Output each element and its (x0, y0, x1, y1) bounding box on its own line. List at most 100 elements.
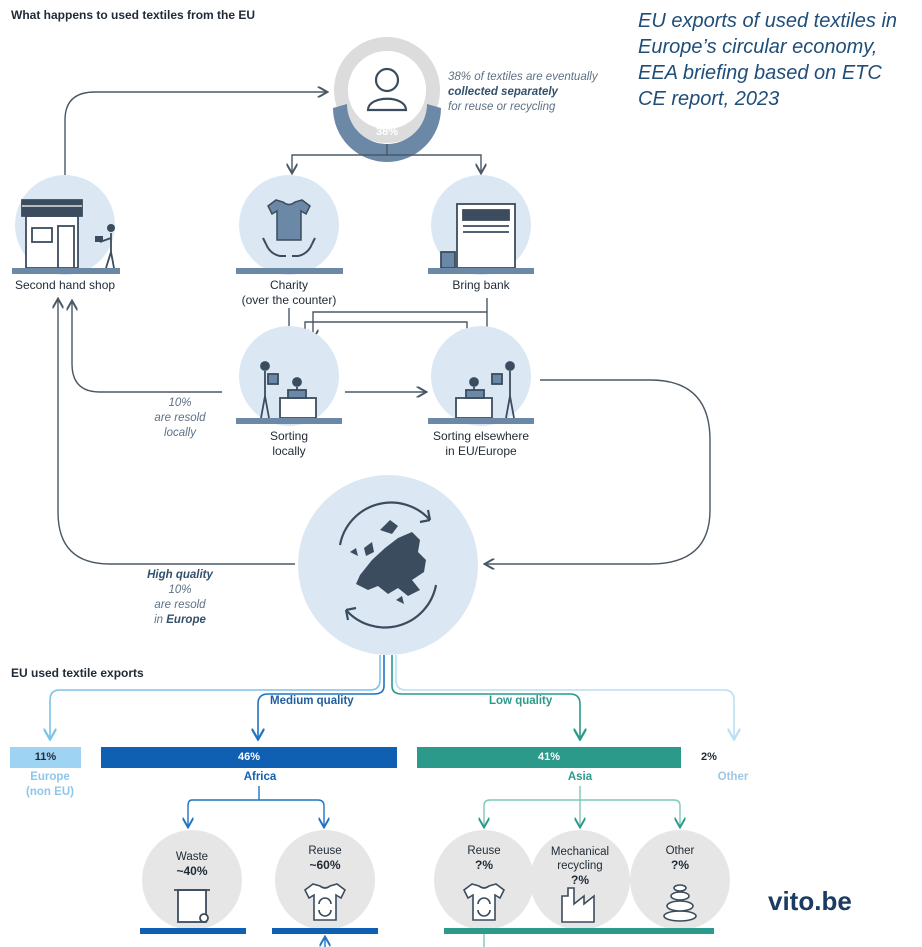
label-second-hand-shop: Second hand shop (14, 278, 116, 292)
arrow-to-bringbank (387, 154, 481, 172)
low-quality-label: Low quality (487, 695, 555, 707)
africa-reuse-title: Reuse (308, 845, 342, 857)
resold-europe-prefix: in (154, 614, 167, 626)
region-europe: Europe (non EU) (20, 770, 80, 800)
label-charity-line1: Charity (269, 278, 308, 292)
tshirt-cycle-icon (462, 883, 506, 921)
label-sorting-else: Sorting elsewhere in EU/Europe (411, 429, 551, 459)
europe-map-icon (350, 520, 426, 604)
factory-icon (561, 887, 595, 923)
bar-europe-non-eu: 11% (10, 747, 81, 768)
tshirt-hands-icon (262, 199, 316, 257)
briefing-line-1: EU exports of used textiles in (638, 10, 898, 32)
medium-quality-label: Medium quality (268, 695, 356, 707)
arrow-africa-waste (188, 786, 260, 826)
label-sorting-else-line1: Sorting elsewhere (432, 429, 530, 443)
africa-waste-pct: ~40% (176, 864, 208, 878)
arrow-else-to-europe (486, 379, 711, 564)
resold-europe-note: High quality 10% are resold in Europe (130, 568, 230, 628)
asia-other-node (630, 830, 730, 930)
collection-percent: 38% (375, 126, 399, 138)
resold-europe-bold: Europe (166, 614, 206, 626)
label-charity-line2: (over the counter) (241, 293, 337, 307)
asia-mechanical-node (530, 830, 630, 930)
high-quality-label: High quality (147, 569, 213, 581)
label-sorting-local-line2: locally (272, 444, 306, 458)
bar-value-label: 2% (701, 751, 717, 763)
bin-icon (174, 889, 210, 923)
resold-local-note: 10% are resold locally (140, 396, 220, 441)
africa-reuse-node (272, 830, 378, 947)
resold-local-line2: are resold (154, 412, 206, 424)
flow-to-europe-nonEU (50, 655, 381, 738)
africa-waste-title: Waste (175, 851, 209, 863)
arrow-africa-reuse (259, 799, 324, 826)
asia-other-label: Other ?% (640, 844, 720, 872)
bring-bank-icon (440, 203, 516, 269)
cycle-arrows-icon (338, 501, 438, 629)
briefing-line-2: Europe’s circular economy, (638, 36, 878, 58)
resold-europe-line1: 10% (168, 584, 192, 596)
region-other: Other (717, 771, 749, 783)
arrow-asia-reuse (484, 786, 581, 826)
export-flow-lines (50, 655, 734, 738)
africa-waste-label: Waste ~40% (152, 850, 232, 878)
bar-value-label: 46% (237, 751, 261, 763)
diagram-title: What happens to used textiles from the E… (11, 8, 256, 22)
sorting-local-node (236, 326, 342, 426)
europe-node (298, 475, 478, 655)
bar-value-label: 11% (34, 751, 57, 763)
asia-reuse-node (434, 830, 534, 947)
arrow-to-charity (292, 144, 388, 172)
resold-europe-line2: are resold (154, 599, 206, 611)
bar-africa: 46% (101, 747, 397, 768)
stones-icon (663, 884, 697, 922)
asia-other-title: Other (665, 845, 695, 857)
arrow-europe-resold (58, 300, 295, 565)
asia-mechanical-title2: recycling (557, 860, 603, 872)
bar-asia: 41% (417, 747, 681, 768)
second-hand-shop-node (12, 175, 120, 275)
region-africa: Africa (243, 771, 277, 783)
bring-bank-node (428, 175, 534, 275)
flow-to-africa (258, 655, 385, 738)
asia-mechanical-title: Mechanical (550, 846, 610, 858)
label-sorting-local: Sorting locally (229, 429, 349, 459)
bar-value-label: 41% (537, 751, 561, 763)
asia-reuse-label: Reuse ?% (444, 844, 524, 872)
region-europe-line1: Europe (30, 771, 70, 783)
briefing-citation: EU exports of used textiles in Europe’s … (638, 8, 897, 112)
label-charity: Charity (over the counter) (229, 278, 349, 308)
vito-brand-logo: vito.be (768, 886, 852, 916)
asia-sub-underline (444, 928, 714, 934)
africa-waste-node (140, 830, 246, 934)
asia-mechanical-label: Mechanical recycling ?% (535, 845, 625, 887)
africa-reuse-label: Reuse ~60% (285, 844, 365, 872)
flow-to-asia (391, 655, 580, 738)
arrow-asia-other (580, 799, 680, 826)
collection-note-bold: collected separately (448, 86, 558, 98)
sorting-else-node (428, 326, 534, 426)
donut-collected-segment (333, 104, 441, 162)
shop-icon (21, 199, 115, 269)
arrow-bringbank-to-sort-local (313, 311, 487, 338)
collection-note-line3: for reuse or recycling (448, 101, 556, 113)
collection-donut (333, 37, 441, 162)
person-icon (366, 67, 408, 112)
briefing-line-3: EEA briefing based on ETC (638, 62, 882, 84)
arrow-charity-to-sort-else (304, 321, 467, 338)
sorting-people-icon (260, 361, 317, 419)
region-europe-line2: (non EU) (26, 786, 74, 798)
africa-reuse-pct: ~60% (309, 858, 341, 872)
bar-other: 2% (701, 747, 717, 768)
collection-note-line1: 38% of textiles are eventually (448, 71, 598, 83)
resold-local-line3: locally (164, 427, 196, 439)
collection-note: 38% of textiles are eventually collected… (448, 70, 598, 115)
arrow-local-resold (72, 302, 222, 393)
label-bring-bank: Bring bank (452, 278, 510, 292)
label-sorting-local-line1: Sorting (269, 429, 309, 443)
exports-title: EU used textile exports (11, 666, 144, 680)
charity-node (236, 175, 343, 275)
flow-to-other (395, 655, 734, 738)
